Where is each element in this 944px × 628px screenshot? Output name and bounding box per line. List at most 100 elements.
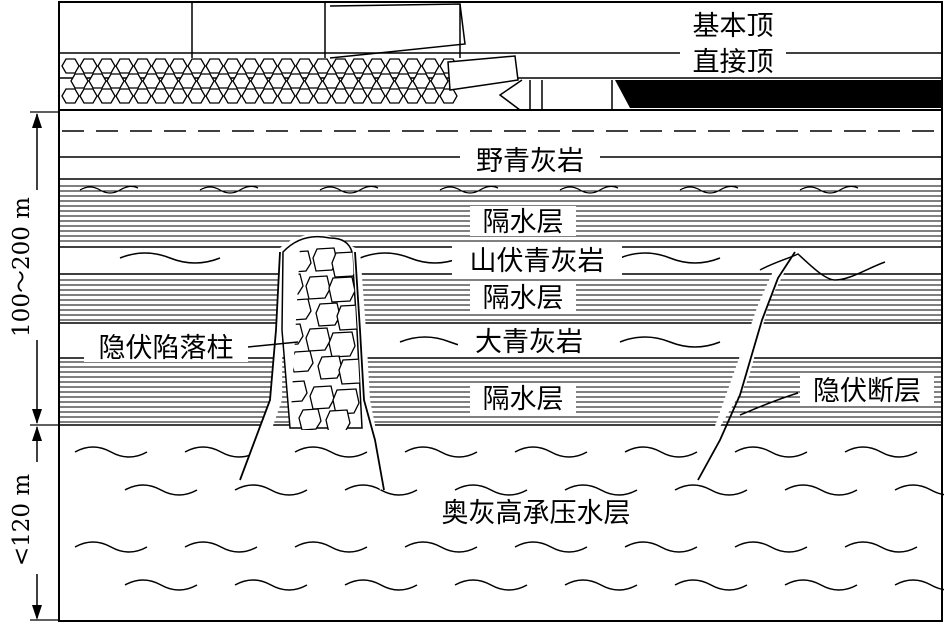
rubble-block [151, 88, 170, 104]
rubble-block [358, 73, 377, 89]
aquifer-wave [184, 446, 258, 458]
breccia-block [317, 355, 343, 380]
rubble-block [421, 88, 440, 104]
rubble-block [115, 88, 134, 104]
wave-mark [619, 252, 721, 264]
rubble-block [340, 73, 359, 89]
rubble-block [205, 58, 224, 74]
rubble-block [349, 88, 368, 104]
rubble-block [223, 58, 242, 74]
label-bg-collapse [84, 332, 248, 362]
breccia-block [298, 408, 322, 430]
rubble-block [421, 58, 440, 74]
fault-hanging-wall [759, 253, 886, 281]
rubble-block [313, 58, 332, 74]
aquifer-wave [184, 541, 258, 553]
aquifer-wave [564, 579, 638, 591]
aquifer-wave [234, 484, 308, 496]
aquifer-wave [234, 579, 308, 591]
rubble-block [313, 88, 332, 104]
breccia-block [305, 275, 331, 300]
rubble-block [133, 58, 152, 74]
column-outline-left [239, 251, 281, 481]
breccia-block [290, 350, 314, 373]
label-yeqing-limestone: 野青灰岩 [476, 146, 584, 177]
rubble-block [169, 58, 188, 74]
label-immediate-roof: 直接顶 [693, 47, 774, 78]
rubble-block [196, 73, 215, 89]
rubble-block [115, 58, 134, 74]
aquiclude-hatching [59, 185, 942, 423]
aquifer-wave [454, 579, 528, 591]
breccia-block [315, 302, 341, 327]
aquifer-wave [404, 446, 478, 458]
rubble-block [349, 58, 368, 74]
wave-mark [119, 252, 221, 264]
dimension-upper-label: 100～200 m [9, 197, 35, 337]
rubble-block [70, 73, 89, 89]
rubble-block [259, 58, 278, 74]
aquifer-waves [74, 446, 944, 591]
rubble-block [322, 73, 341, 89]
wave-mark [439, 185, 499, 194]
hidden-fault-line [697, 251, 796, 481]
wave-mark [799, 185, 859, 194]
wave-mark [619, 336, 721, 348]
immediate-roof-fracture [447, 55, 519, 91]
rubble-block [61, 88, 80, 104]
roof-block-fracture [329, 3, 466, 59]
aquifer-wave [124, 484, 198, 496]
aquifer-wave [344, 484, 418, 496]
section-frame [58, 1, 943, 622]
rubble-block [331, 88, 350, 104]
rubble-block [295, 58, 314, 74]
column-breccia [290, 247, 362, 430]
label-bg-yeqing [460, 145, 600, 175]
fault-leader [739, 392, 799, 416]
rubble-block [268, 73, 287, 89]
rubble-block [142, 73, 161, 89]
aquifer-wave [674, 579, 748, 591]
dimension-lower-label: <120 m [9, 474, 35, 566]
aquifer-wave [514, 541, 588, 553]
dimension-upper: 100～200 m [9, 111, 59, 426]
aquifer-wave [844, 446, 918, 458]
wave-mark [319, 185, 379, 194]
rubble-block [295, 88, 314, 104]
wave-mark [679, 185, 739, 194]
wave-mark [199, 185, 259, 194]
rubble-block [277, 58, 296, 74]
label-bg-main-roof [680, 10, 786, 40]
aquifer-wave [124, 579, 198, 591]
rubble-block [331, 58, 350, 74]
rubble-block [205, 88, 224, 104]
aquifer-wave [844, 541, 918, 553]
rubble-block [223, 88, 242, 104]
label-ordovician-aquifer: 奥灰高承压水层 [442, 498, 631, 529]
rubble-block [214, 73, 233, 89]
rubble-block [367, 58, 386, 74]
rubble-block [160, 73, 179, 89]
rubble-block [133, 88, 152, 104]
breccia-block [325, 409, 351, 430]
rubble-block [79, 88, 98, 104]
rubble-block [250, 73, 269, 89]
aquifer-wave [674, 484, 748, 496]
rubble-block [439, 88, 458, 104]
rubble-block [97, 58, 116, 74]
rubble-block [367, 88, 386, 104]
label-bg-aq3 [470, 383, 576, 413]
aquifer-wave [894, 484, 944, 496]
label-bg-aq1 [470, 206, 576, 236]
wave-mark [359, 252, 461, 264]
rubble-block [403, 58, 422, 74]
rubble-block [430, 73, 449, 89]
label-aquiclude-3: 隔水层 [483, 384, 564, 415]
label-hidden-fault: 隐伏断层 [813, 376, 921, 407]
collapse-column-leader [247, 341, 299, 348]
rubble-block [277, 88, 296, 104]
aquifer-wave [294, 446, 368, 458]
label-bg-aq2 [470, 282, 576, 312]
label-bg-daqing [458, 326, 600, 356]
